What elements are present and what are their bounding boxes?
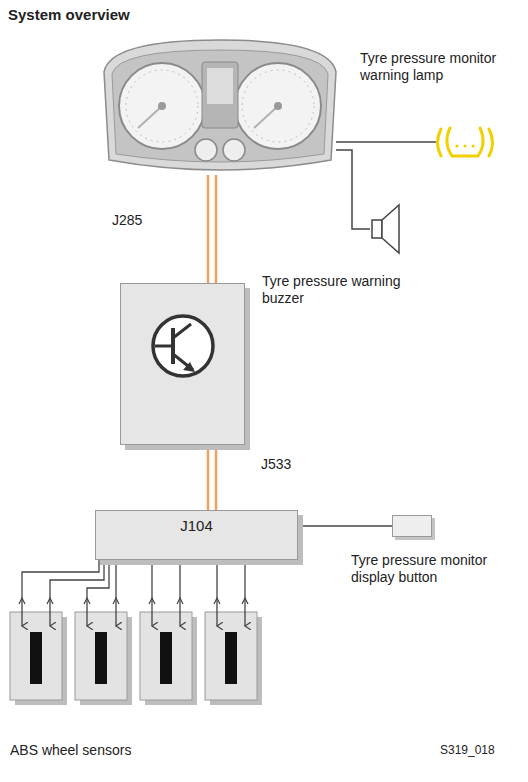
diagram-title: System overview xyxy=(8,6,130,23)
warning-lamp-label: Tyre pressure monitor warning lamp xyxy=(360,50,518,84)
connector xyxy=(336,142,436,143)
display-button-label: Tyre pressure monitor display button xyxy=(351,552,516,586)
gateway-box-label: J533 xyxy=(261,456,291,473)
control-unit-box-label: J104 xyxy=(96,517,297,534)
transistor-symbol xyxy=(121,284,246,409)
figure-code: S319_018 xyxy=(440,742,495,759)
warning-lamp: Tyre pressure monitor warning lamp xyxy=(436,122,496,162)
warning-buzzer: Tyre pressure warning buzzer xyxy=(370,203,402,255)
sensor-wires xyxy=(19,560,248,626)
control-unit-box: J104 xyxy=(95,510,298,560)
abs-wheel-sensors xyxy=(10,612,262,705)
connector xyxy=(298,526,392,527)
gateway-box: J533 xyxy=(120,283,245,445)
instrument-cluster-label: J285 xyxy=(112,212,142,229)
sensor-group-label: ABS wheel sensors xyxy=(10,742,131,759)
connector xyxy=(336,150,370,229)
instrument-cluster: J285 xyxy=(100,38,336,175)
connector xyxy=(208,445,216,510)
connector xyxy=(208,175,216,283)
display-button: Tyre pressure monitor display button xyxy=(392,515,432,537)
warning-lamp-symbol xyxy=(438,128,493,156)
warning-buzzer-label: Tyre pressure warning buzzer xyxy=(262,273,434,307)
buzzer-speaker xyxy=(372,205,399,253)
instrument-cluster xyxy=(104,40,336,170)
